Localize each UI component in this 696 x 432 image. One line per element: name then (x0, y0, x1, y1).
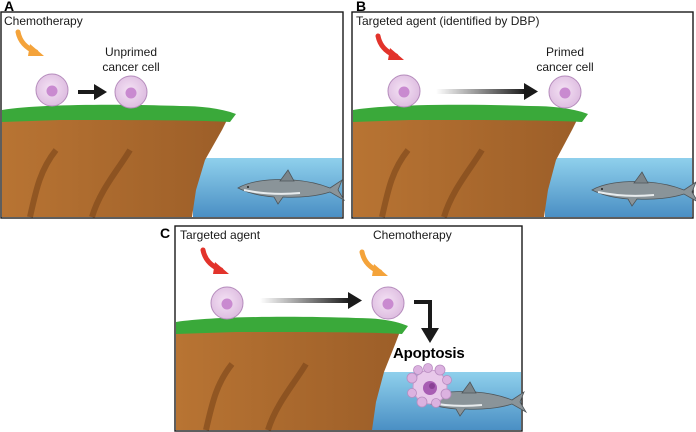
panel-letter-a: A (4, 0, 15, 14)
chemotherapy-label: Chemotherapy (373, 228, 452, 242)
panel-a (0, 11, 345, 219)
apoptosis-label: Apoptosis (393, 345, 465, 362)
cancer-cell-icon (548, 75, 582, 109)
cancer-cell-icon (387, 74, 421, 108)
apoptotic-cell-icon (406, 363, 452, 408)
panel-c (174, 225, 527, 432)
cancer-cell-icon (35, 73, 69, 107)
straight-arrow-icon (436, 83, 538, 100)
chemotherapy-label: Chemotherapy (4, 14, 83, 28)
panel-letter-c: C (160, 225, 171, 241)
straight-arrow-icon (78, 84, 107, 100)
down-arrow-icon (414, 300, 439, 343)
cliff-icon (2, 104, 236, 218)
straight-arrow-icon (260, 292, 362, 309)
cancer-cell-icon (210, 286, 244, 320)
cancer-cell-icon (371, 286, 405, 320)
unprimed-cell-label: Unprimed cancer cell (102, 45, 160, 74)
cliff-icon (353, 104, 588, 218)
panel-letter-b: B (356, 0, 367, 14)
cancer-cell-icon (114, 75, 148, 109)
targeted-agent-label: Targeted agent (identified by DBP) (356, 14, 540, 28)
panel-b (351, 11, 696, 219)
targeted-agent-label: Targeted agent (180, 228, 261, 242)
cliff-icon (176, 316, 408, 431)
primed-cell-label: Primed cancer cell (536, 45, 594, 74)
